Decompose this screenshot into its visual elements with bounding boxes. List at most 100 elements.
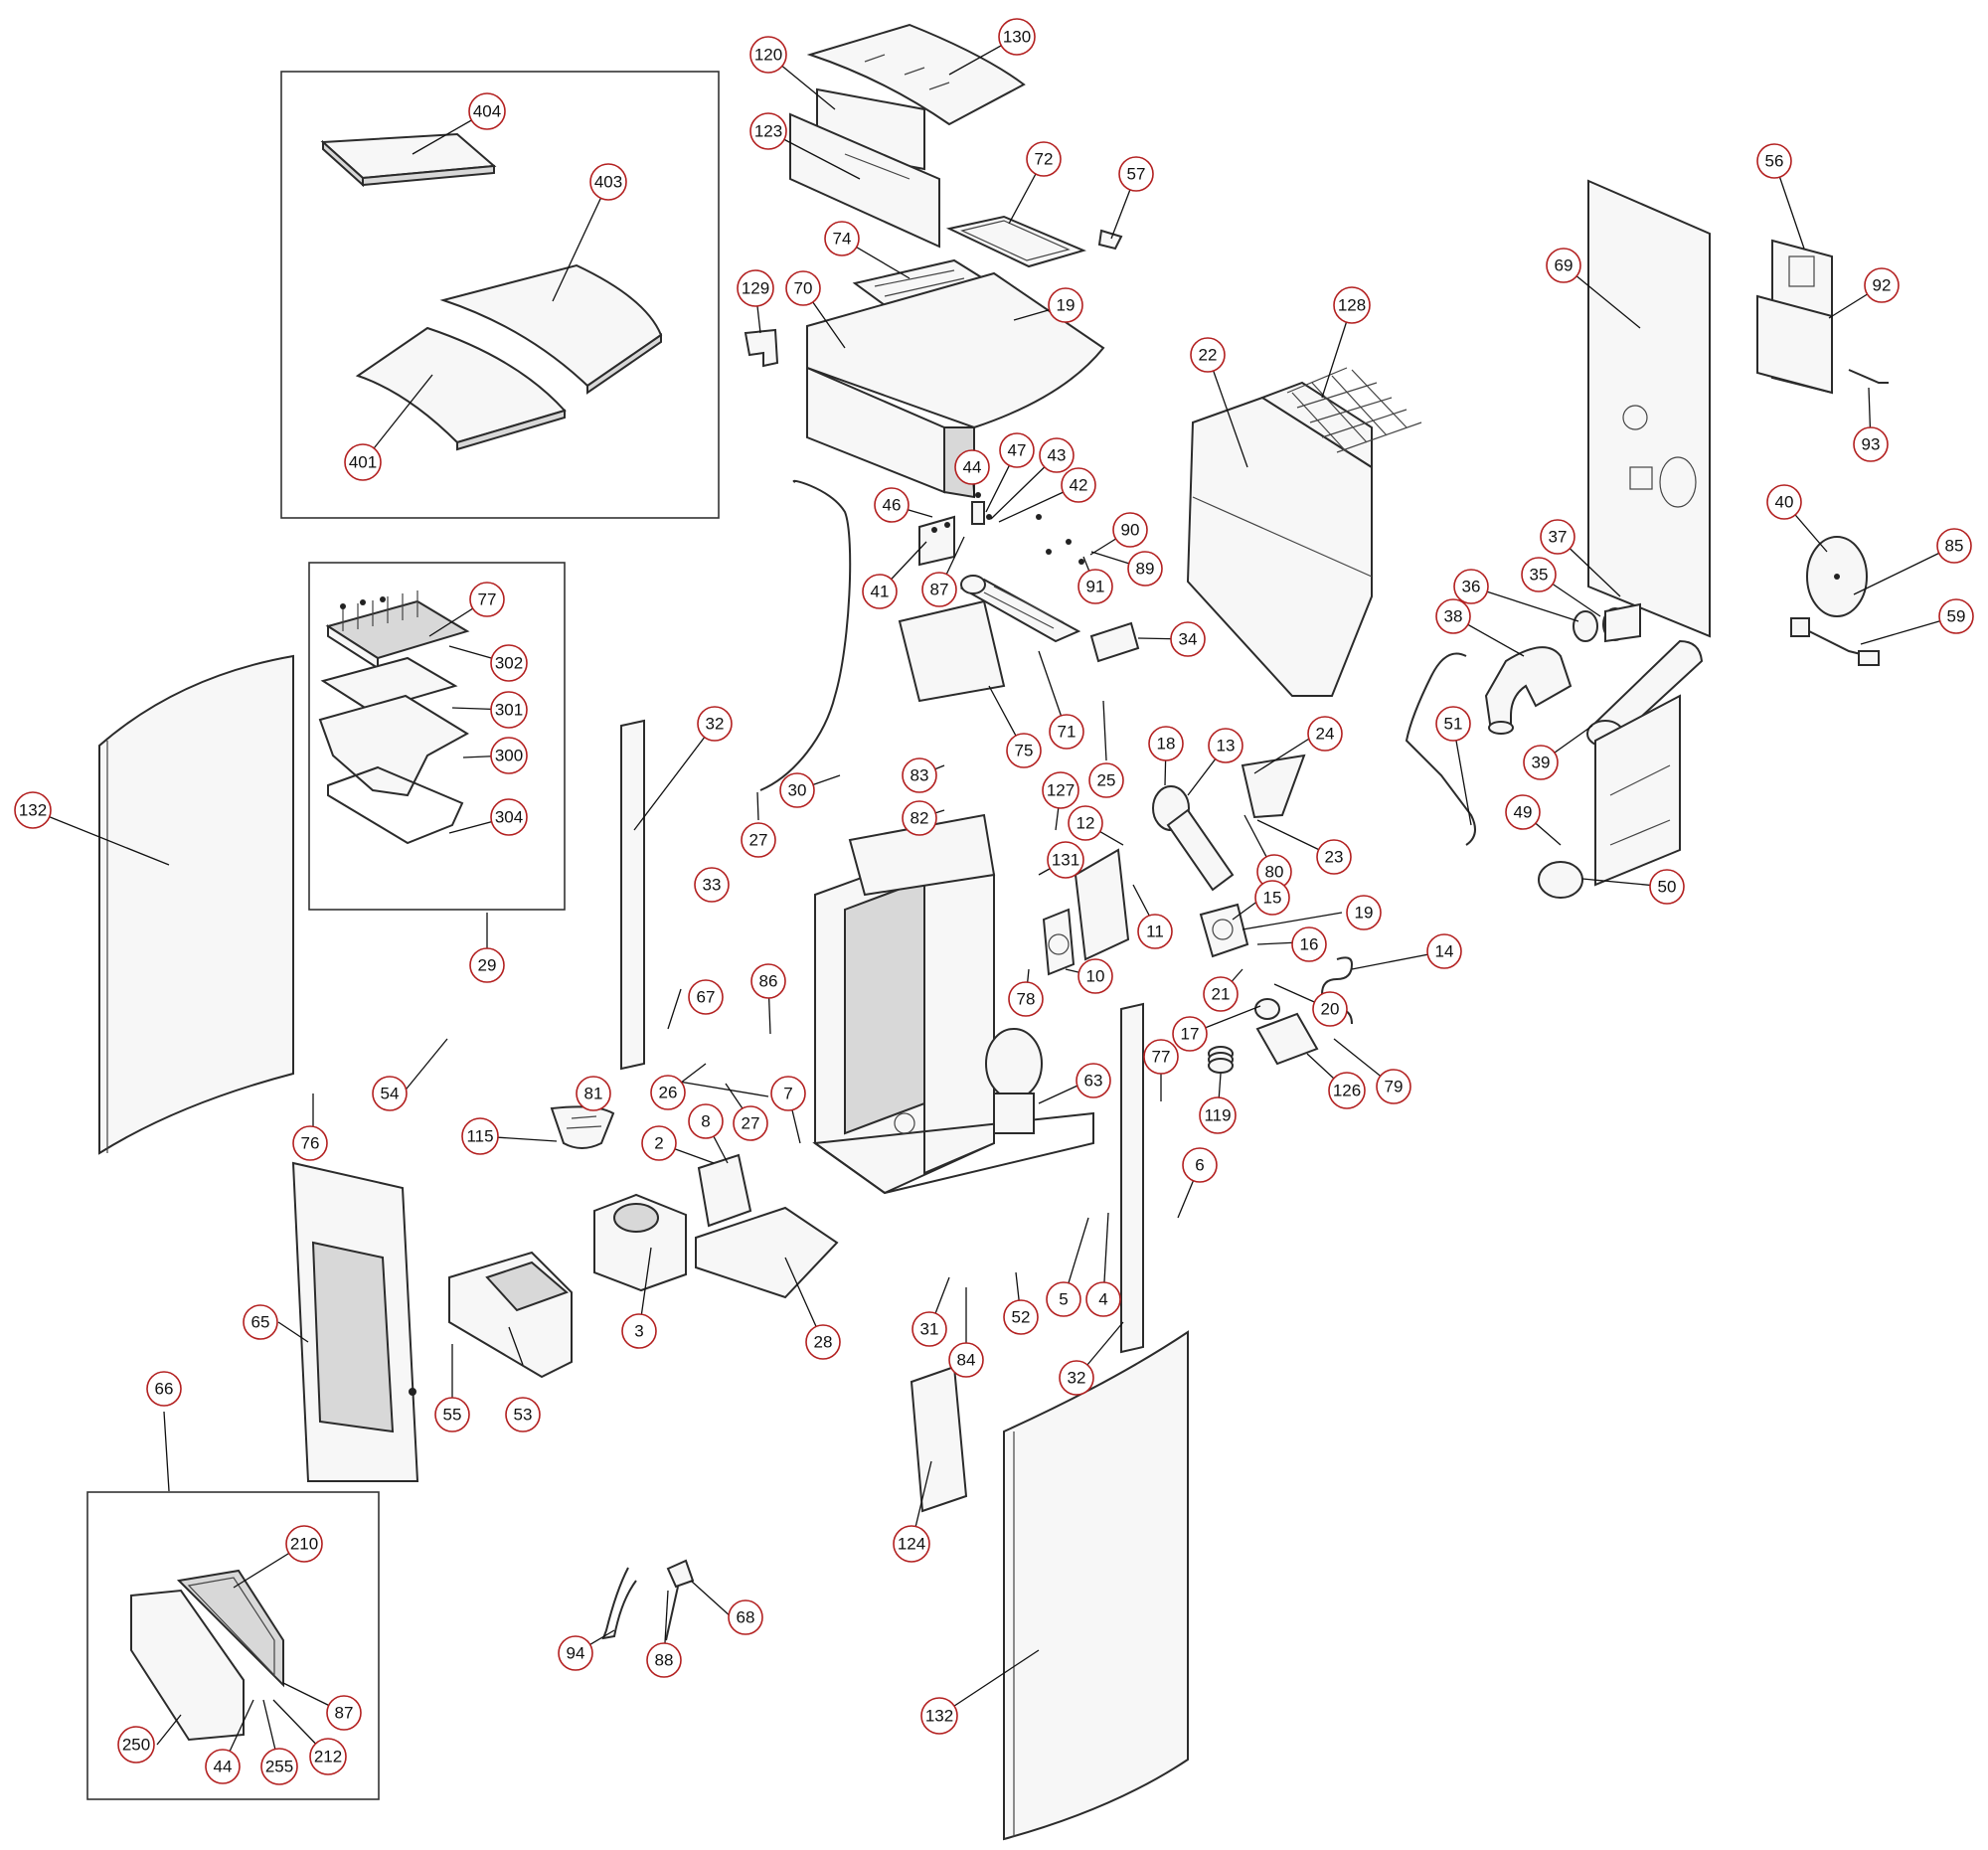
callout-number: 17 <box>1181 1025 1200 1044</box>
callout-17: 17 <box>1172 1016 1208 1052</box>
callout-number: 81 <box>584 1085 603 1103</box>
callout-50: 50 <box>1649 869 1685 905</box>
callout-27: 27 <box>733 1105 768 1141</box>
callout-126: 126 <box>1328 1072 1366 1109</box>
callout-number: 72 <box>1035 150 1054 169</box>
callout-number: 250 <box>122 1736 150 1755</box>
feed-flange-11 <box>1074 848 1130 961</box>
callout-124: 124 <box>893 1525 930 1563</box>
flange-plate-10 <box>1042 908 1076 976</box>
callout-number: 37 <box>1549 528 1568 547</box>
callout-16: 16 <box>1291 926 1327 962</box>
spring-119 <box>1208 1046 1234 1074</box>
callout-circle <box>954 449 990 485</box>
control-board-56 <box>1756 239 1833 395</box>
callout-number: 129 <box>742 279 769 298</box>
callout-54: 54 <box>372 1076 408 1111</box>
callout-number: 44 <box>214 1758 233 1776</box>
callout-number: 46 <box>883 496 902 515</box>
basket-115 <box>550 1105 615 1149</box>
callout-circle <box>1077 569 1113 604</box>
callout-circle <box>1047 841 1084 879</box>
callout-circle <box>1936 528 1972 564</box>
callout-129: 129 <box>737 269 774 307</box>
feed-chute-13 <box>1152 785 1235 892</box>
callout-92: 92 <box>1864 267 1900 303</box>
callout-38: 38 <box>1435 598 1471 634</box>
callout-circle <box>461 1117 499 1155</box>
callout-number: 31 <box>920 1320 939 1339</box>
callout-number: 80 <box>1265 863 1284 882</box>
igniter-cable-27 <box>759 479 852 791</box>
callout-77: 77 <box>469 582 505 617</box>
callout-57: 57 <box>1118 156 1154 192</box>
callout-number: 304 <box>495 808 523 827</box>
callout-number: 255 <box>265 1758 293 1776</box>
stove-door-65 <box>291 1161 419 1482</box>
callout-circle <box>770 1076 806 1111</box>
callout-circle <box>749 112 787 150</box>
callout-circle <box>893 1525 930 1563</box>
cover-panel-403 <box>439 263 663 395</box>
callout-circle <box>1137 914 1173 949</box>
callout-255: 255 <box>260 1748 298 1785</box>
callout-79: 79 <box>1376 1069 1411 1104</box>
callout-circle <box>1085 1281 1121 1317</box>
callout-28: 28 <box>805 1324 841 1360</box>
callout-circle <box>1112 512 1148 548</box>
callout-number: 88 <box>655 1651 674 1670</box>
callout-number: 90 <box>1121 521 1140 540</box>
callout-circle <box>1182 1147 1218 1183</box>
callout-number: 33 <box>703 876 722 895</box>
callout-circle <box>1649 869 1685 905</box>
callout-71: 71 <box>1049 714 1084 750</box>
callout-87: 87 <box>326 1695 362 1731</box>
callout-77: 77 <box>1143 1039 1179 1075</box>
callout-number: 87 <box>930 581 949 599</box>
callout-circle <box>1059 1360 1094 1396</box>
callout-120: 120 <box>749 36 787 74</box>
cover-plate-2 <box>697 1153 752 1228</box>
callout-404: 404 <box>468 92 506 130</box>
callout-circle <box>921 572 957 607</box>
callout-circle <box>1077 958 1113 994</box>
callout-51: 51 <box>1435 706 1471 742</box>
callout-93: 93 <box>1853 426 1889 462</box>
callout-number: 51 <box>1444 715 1463 734</box>
callout-33: 33 <box>694 867 730 903</box>
callout-number: 6 <box>1195 1156 1204 1175</box>
callout-number: 128 <box>1338 296 1366 315</box>
callout-number: 47 <box>1008 441 1027 460</box>
callout-circle <box>1307 716 1343 752</box>
callout-5: 5 <box>1046 1281 1081 1317</box>
callout-circle <box>1333 286 1371 324</box>
callout-circle <box>1523 745 1559 780</box>
callout-26: 26 <box>650 1075 686 1110</box>
callout-circle <box>1864 267 1900 303</box>
callout-circle <box>902 800 937 836</box>
callout-circle <box>1199 1096 1237 1134</box>
side-panel-132-left <box>98 654 294 1155</box>
callout-70: 70 <box>785 270 821 306</box>
callout-circle <box>650 1075 686 1110</box>
hook-68-88 <box>665 1559 695 1641</box>
callout-number: 126 <box>1333 1082 1361 1100</box>
callout-65: 65 <box>243 1304 278 1340</box>
callout-number: 67 <box>697 988 716 1007</box>
fan-40 <box>1806 536 1868 617</box>
inset-top-cover-panels <box>280 71 720 519</box>
callout-circle <box>1766 484 1802 520</box>
callout-number: 77 <box>1152 1048 1171 1067</box>
hinge-parts-42-47 <box>971 492 1084 565</box>
callout-number: 82 <box>911 809 929 828</box>
callout-circle <box>862 574 898 609</box>
callout-number: 74 <box>833 230 852 249</box>
callout-22: 22 <box>1190 337 1226 373</box>
callout-74: 74 <box>824 221 860 256</box>
callout-number: 8 <box>701 1112 710 1131</box>
callout-number: 18 <box>1157 735 1176 754</box>
callout-circle <box>243 1304 278 1340</box>
callout-119: 119 <box>1199 1096 1237 1134</box>
callout-number: 87 <box>335 1704 354 1723</box>
